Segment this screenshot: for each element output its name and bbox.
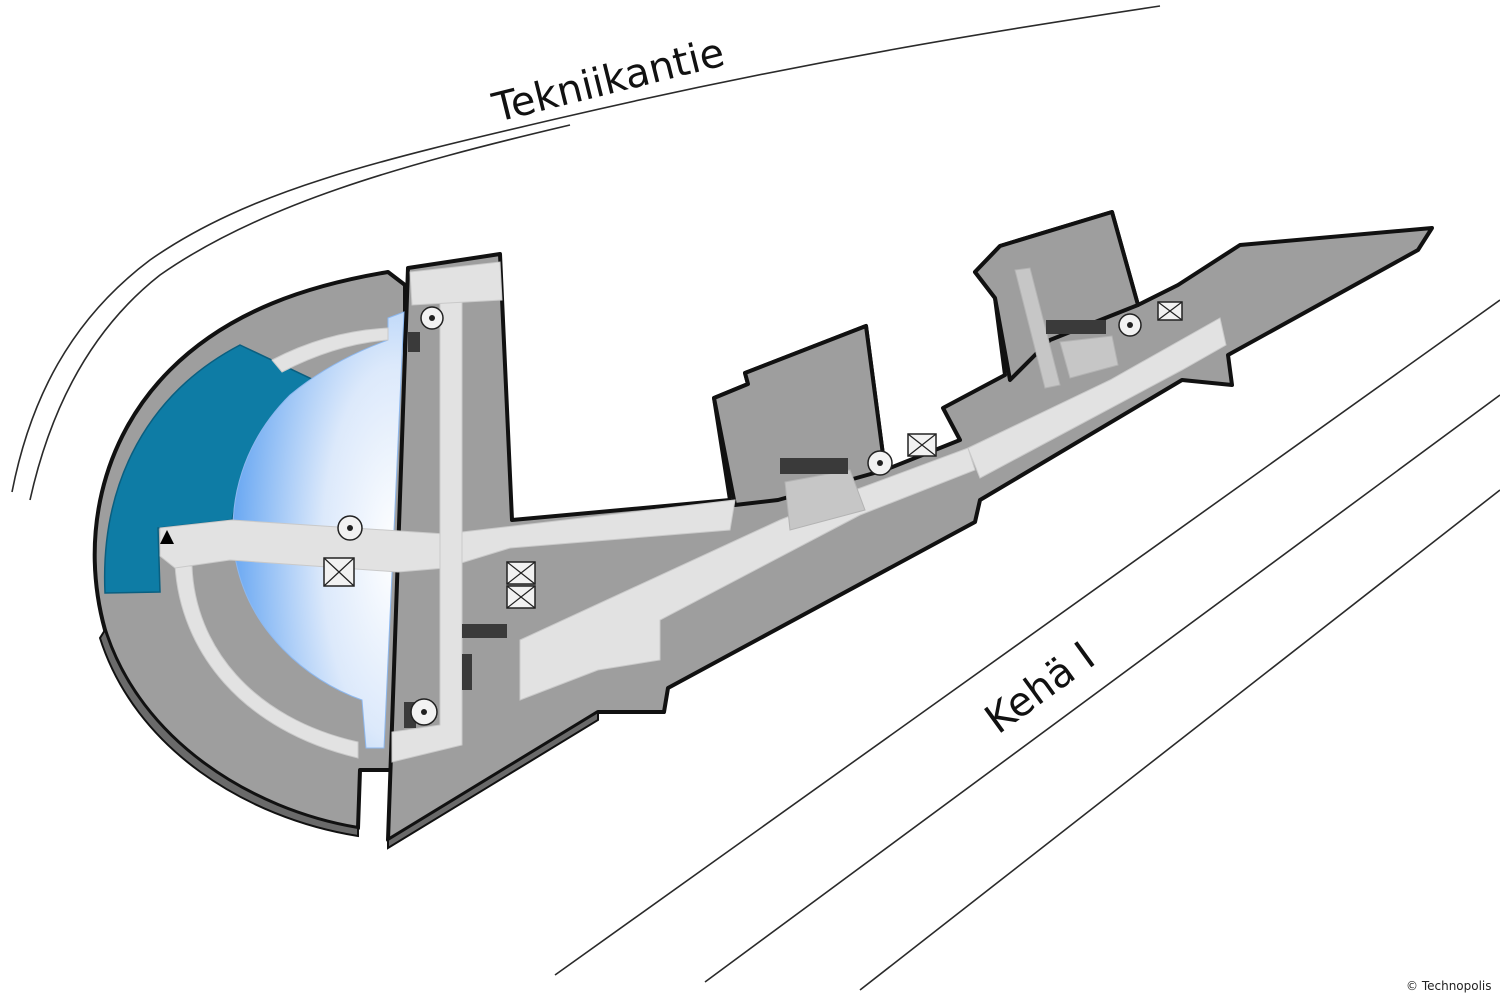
street-label-keha: Kehä I bbox=[977, 633, 1104, 743]
street-label-tekniikantie: Tekniikantie bbox=[487, 30, 729, 132]
east-service-room-2 bbox=[1059, 335, 1119, 379]
main-corridor-west bbox=[159, 519, 446, 573]
keha-road-line-1 bbox=[554, 299, 1500, 976]
tekniikantie-road-edge-inner bbox=[29, 124, 571, 501]
north-arc-corridor bbox=[271, 327, 389, 373]
west-base-edge bbox=[98, 627, 359, 838]
stairs-icon bbox=[1118, 313, 1142, 337]
building bbox=[92, 210, 1434, 850]
copyright-text: © Technopolis bbox=[1406, 979, 1492, 993]
keha-road-line-2 bbox=[704, 394, 1500, 983]
shaft-block-4 bbox=[1046, 320, 1106, 334]
stairs-icon bbox=[420, 306, 444, 330]
shaft-block-2 bbox=[462, 654, 472, 690]
shaft-block-1 bbox=[462, 624, 507, 638]
keha-road-line-3 bbox=[859, 489, 1500, 991]
stairs-icon bbox=[337, 515, 363, 541]
roads bbox=[11, 5, 1500, 991]
elevator-icon bbox=[323, 557, 355, 587]
stairs-icon bbox=[867, 450, 893, 476]
north-spine-1 bbox=[1014, 267, 1061, 389]
elevator-icon bbox=[1157, 301, 1183, 321]
east-room-1-floor bbox=[712, 324, 887, 507]
arc-corridor bbox=[174, 564, 359, 759]
building-base-edge bbox=[387, 710, 599, 850]
north-entrance-corridor bbox=[409, 261, 503, 306]
tekniikantie-road-edge bbox=[11, 5, 1161, 493]
shaft-block-3 bbox=[780, 458, 848, 474]
east-wing-corridor bbox=[967, 317, 1227, 479]
elevator-icon bbox=[506, 561, 536, 609]
stairs-icon bbox=[410, 698, 438, 726]
triangle-marker-icon bbox=[160, 530, 174, 544]
elevator-icon bbox=[907, 433, 937, 457]
shaft-block-6 bbox=[408, 332, 420, 352]
